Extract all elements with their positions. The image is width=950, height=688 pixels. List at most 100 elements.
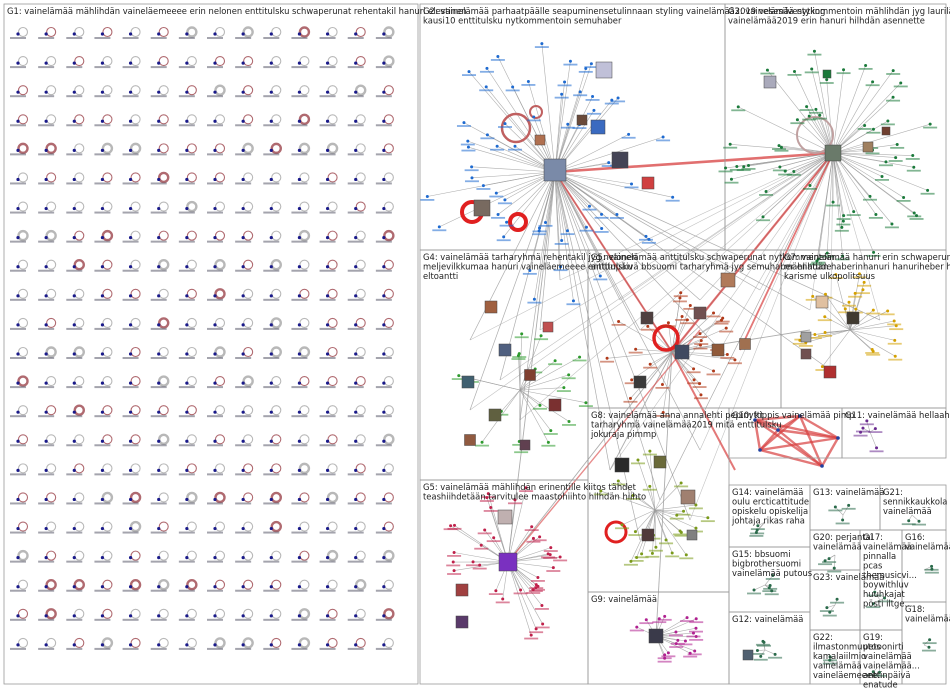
node-label xyxy=(475,444,490,447)
node xyxy=(835,597,839,601)
node xyxy=(185,265,189,269)
profile-image-node xyxy=(464,434,476,446)
edge xyxy=(866,420,871,433)
node xyxy=(773,652,777,656)
profile-image-node xyxy=(641,176,655,190)
node-label xyxy=(375,124,392,127)
edge xyxy=(814,51,834,154)
edge xyxy=(649,451,656,511)
self-loop xyxy=(271,230,282,241)
node-label xyxy=(10,415,26,418)
node-label xyxy=(615,527,630,530)
node-label xyxy=(584,66,599,69)
self-loop xyxy=(383,637,394,648)
self-loop xyxy=(243,492,254,503)
self-loop xyxy=(271,637,282,648)
node xyxy=(893,338,897,342)
node-label xyxy=(714,322,729,325)
node xyxy=(825,78,829,82)
node xyxy=(16,410,20,414)
node xyxy=(241,32,245,36)
node-label xyxy=(527,301,542,304)
node-label xyxy=(724,181,739,184)
self-loop xyxy=(102,521,113,532)
node-label xyxy=(319,153,336,156)
node-label xyxy=(553,269,568,272)
node-label xyxy=(819,610,834,612)
self-loop xyxy=(500,112,532,144)
node xyxy=(72,32,76,36)
node-label xyxy=(263,269,280,272)
node-label xyxy=(778,173,793,176)
node xyxy=(592,108,596,112)
node xyxy=(462,121,466,125)
self-loop xyxy=(102,317,113,328)
node-label xyxy=(760,72,775,75)
self-loop xyxy=(45,142,57,155)
node xyxy=(907,519,911,523)
node-label xyxy=(753,658,768,661)
group-title-g3-line-1: vainelämää2019 erin hanuri hilhdän asenn… xyxy=(728,16,925,26)
node-label xyxy=(10,37,26,39)
node xyxy=(511,85,515,89)
profile-image-node xyxy=(720,272,736,288)
node xyxy=(157,90,161,94)
node-label xyxy=(207,618,223,621)
profile-image-node xyxy=(548,398,562,412)
node-label xyxy=(755,643,770,646)
profile-image-node xyxy=(542,321,554,333)
node xyxy=(241,148,245,152)
node-label xyxy=(375,95,392,98)
self-loop xyxy=(130,434,141,445)
node xyxy=(382,585,386,589)
node-label xyxy=(38,560,55,563)
node-label xyxy=(178,560,195,563)
group-title-g15-line-2: vainelämää putous xyxy=(732,568,812,578)
node xyxy=(854,307,858,311)
edge xyxy=(832,81,873,154)
node xyxy=(269,32,273,36)
edge xyxy=(554,171,811,311)
node-label xyxy=(827,570,842,573)
node-label xyxy=(38,531,55,534)
node xyxy=(72,119,76,123)
node xyxy=(325,410,330,414)
self-loop xyxy=(158,579,170,591)
node-label xyxy=(94,386,111,389)
node-label xyxy=(476,188,491,190)
profile-image-node xyxy=(823,365,837,379)
edge xyxy=(820,437,840,467)
node xyxy=(185,643,189,647)
node-label xyxy=(497,202,512,205)
edge xyxy=(519,356,580,391)
node-label xyxy=(609,217,624,219)
self-loop xyxy=(355,637,366,648)
node-label xyxy=(656,415,671,417)
node xyxy=(728,142,732,146)
node xyxy=(798,414,802,418)
node xyxy=(861,288,865,292)
node xyxy=(241,206,245,211)
node xyxy=(44,177,48,182)
node xyxy=(72,468,76,472)
node-label xyxy=(535,626,550,629)
node-label xyxy=(541,556,556,559)
node xyxy=(382,410,386,414)
node-label xyxy=(150,240,167,243)
node-label xyxy=(491,216,506,219)
self-loop xyxy=(45,579,57,591)
node-label xyxy=(512,443,527,446)
node-label xyxy=(263,357,280,359)
node-label xyxy=(464,180,479,183)
node xyxy=(297,206,302,211)
self-loop xyxy=(102,463,113,474)
self-loop xyxy=(355,346,366,358)
node xyxy=(157,236,161,240)
node-label xyxy=(150,386,167,389)
self-loop xyxy=(383,492,394,503)
node xyxy=(466,139,470,143)
self-loop xyxy=(383,463,394,474)
self-loop xyxy=(214,405,226,416)
self-loop xyxy=(214,26,226,38)
node-label xyxy=(820,255,835,258)
